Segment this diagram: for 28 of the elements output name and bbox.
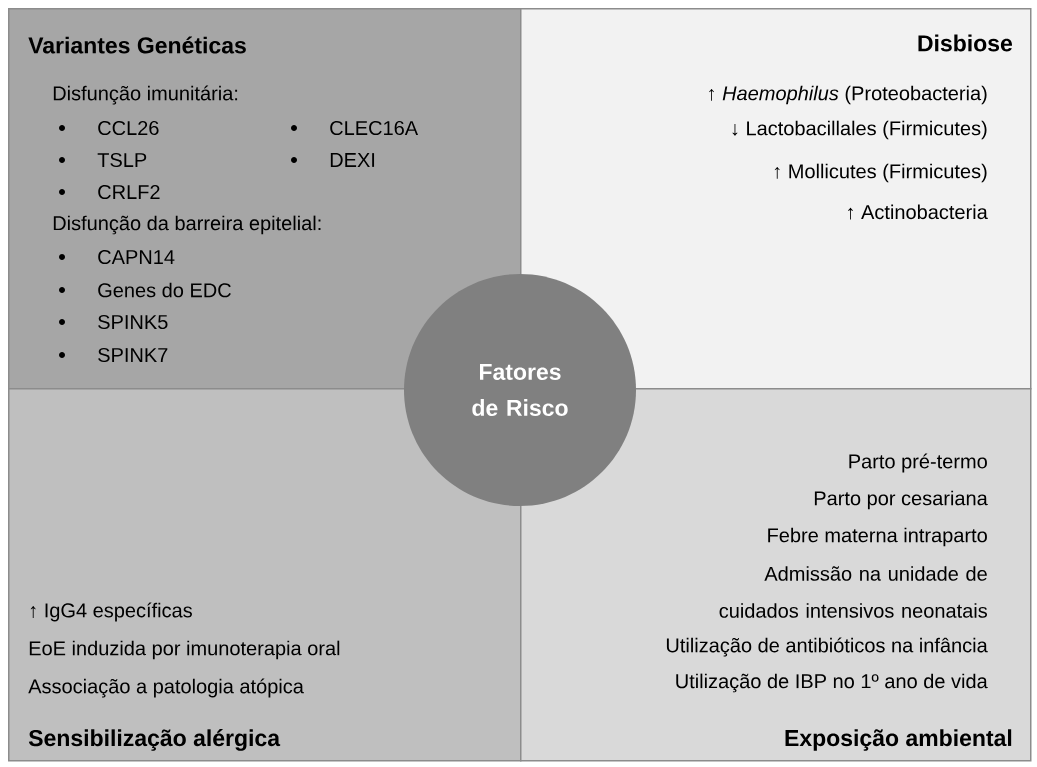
list-text: Febre materna intraparto xyxy=(768,527,987,547)
panel-heading: Variantes Genéticas xyxy=(28,36,246,54)
list-item: TSLP xyxy=(97,152,147,168)
list-text: EoE induzida por imunoterapia oral xyxy=(29,640,340,660)
list-item: DEXI xyxy=(330,153,375,167)
list-item: CLEC16A xyxy=(330,120,419,136)
list-item: SPINK5 xyxy=(98,314,168,330)
list-text: ↑ Actinobacteria xyxy=(848,204,988,220)
list-item: Genes do EDC xyxy=(98,282,231,298)
list-text: ↓ Lactobacillales (Firmicutes) xyxy=(732,120,987,140)
list-text: Utilização de IBP no 1º ano de vida xyxy=(676,673,988,693)
list-text: Utilização de antibióticos na infância xyxy=(666,637,988,657)
list-item: CRLF2 xyxy=(98,184,160,200)
list-item: CAPN14 xyxy=(98,249,175,265)
panel-heading: Disbiose xyxy=(918,34,1013,52)
list-text: ↑ Haemophilus (Proteobacteria) xyxy=(709,85,987,105)
list-item: CCL26 xyxy=(98,120,159,136)
list-text: Admissão na unidade de cuidados intensivos neonatais xyxy=(719,566,987,618)
list-text: ↑ IgG4 específicas xyxy=(30,602,192,622)
list-item: SPINK7 xyxy=(98,347,168,363)
list-text: ↑ Mollicutes (Firmicutes) xyxy=(774,163,987,183)
panel-heading: Exposição ambiental xyxy=(785,729,1012,751)
list-text: Associação a patologia atópica xyxy=(28,678,304,698)
panel-heading: Sensibilização alérgica xyxy=(28,729,281,751)
list-text: Parto pré-termo xyxy=(849,453,987,473)
list-text: Disfunção imunitária: xyxy=(53,85,238,105)
list-text: Disfunção da barreira epitelial: xyxy=(53,215,321,235)
list-text: Parto por cesariana xyxy=(814,490,988,510)
